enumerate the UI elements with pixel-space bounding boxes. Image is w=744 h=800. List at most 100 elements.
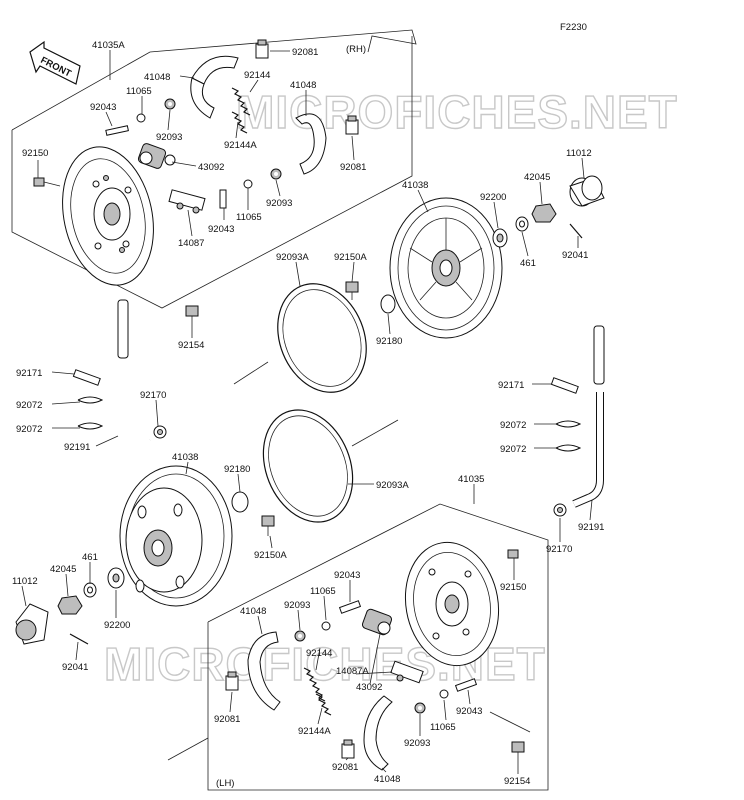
callout-92144a-lh: 92144A [298, 726, 331, 737]
bolt-92150-rh [33, 177, 61, 187]
callout-14087a: 14087A [336, 666, 369, 677]
lh-frame-outline [207, 503, 549, 791]
leader-92093a-lower-tick [351, 419, 399, 447]
rh-frame-top [11, 29, 417, 131]
oring-92180-lh [231, 491, 249, 513]
callout-92200-lh: 92200 [104, 620, 130, 631]
rh-frame-outline [11, 36, 413, 309]
pin-92043-rh-b [219, 189, 227, 209]
leader-92093a-upper-tick [233, 361, 269, 385]
callout-92081-rh-a: 92081 [292, 47, 318, 58]
callout-11012-lh: 11012 [12, 576, 38, 587]
cotter-pin-92041-lh [69, 633, 89, 645]
callout-92154-upper: 92154 [178, 340, 204, 351]
callout-92191-right: 92191 [578, 522, 604, 533]
washer-11065-lh-a [321, 621, 331, 631]
callout-41035a: 41035A [92, 40, 125, 51]
spring-92144-lh [303, 667, 326, 702]
callout-92180-rh: 92180 [376, 336, 402, 347]
callout-92180-lh: 92180 [224, 464, 250, 475]
wheel-cylinder-lh [361, 608, 393, 636]
callout-41048-lh-b: 41048 [374, 774, 400, 785]
callout-92093-rh-b: 92093 [266, 198, 292, 209]
callout-92171-left: 92171 [16, 368, 42, 379]
callout-41038-rh: 41038 [402, 180, 428, 191]
adjuster-14087 [168, 189, 206, 214]
washer-461-lh [83, 582, 97, 598]
callout-92093-lh-a: 92093 [284, 600, 310, 611]
callout-11065-lh-b: 11065 [430, 722, 456, 733]
adjuster-14087a [390, 660, 424, 684]
spring-92144a-rh [231, 111, 248, 134]
callout-92170-right: 92170 [546, 544, 572, 555]
clip-92072-left-a [77, 396, 104, 404]
callout-92150-lh: 92150 [500, 582, 526, 593]
bolt-92150a-rh [345, 281, 359, 300]
callout-92041-rh: 92041 [562, 250, 588, 261]
brake-shoe-41048-lh-upper [247, 631, 281, 711]
brake-panel-rh [62, 146, 154, 286]
oring-92180-rh [380, 294, 396, 314]
callout-92043-lh-a: 92043 [334, 570, 360, 581]
clip-92072-left-b [77, 422, 104, 430]
callout-11065-lh-a: 11065 [310, 586, 336, 597]
clip-92072-right-a [555, 420, 582, 428]
side-label-rh: (RH) [346, 44, 366, 55]
callout-92144a-rh: 92144A [224, 140, 257, 151]
clip-92072-right-b [555, 444, 582, 452]
callout-43092-lh: 43092 [356, 682, 382, 693]
callout-461-lh: 461 [82, 552, 98, 563]
callout-92200-rh: 92200 [480, 192, 506, 203]
callout-11065-rh-b: 11065 [236, 212, 262, 223]
leader-lines [21, 50, 593, 774]
washer-11065-rh-a [136, 113, 146, 123]
pin-92043-rh-a [105, 125, 129, 136]
washer-92093-lh-a [294, 630, 306, 642]
callout-92191-left: 92191 [64, 442, 90, 453]
callout-92154-lower: 92154 [504, 776, 530, 787]
cap-11012-lh [15, 603, 49, 645]
front-arrow-icon: FRONT [29, 40, 81, 85]
callout-92043-rh-b: 92043 [208, 224, 234, 235]
callout-41035: 41035 [458, 474, 484, 485]
washer-92093-rh-b [270, 168, 282, 180]
washer-92093-rh-a [164, 98, 176, 110]
callout-92041-lh: 92041 [62, 662, 88, 673]
seal-ring-92093a-upper [277, 283, 367, 393]
callout-92081-lh-a: 92081 [214, 714, 240, 725]
seal-92200-lh [107, 567, 125, 589]
spring-92144a-lh [315, 693, 332, 716]
washer-461-rh [515, 216, 529, 232]
callout-42045-rh: 42045 [524, 172, 550, 183]
bolt-92154-upper [185, 305, 199, 326]
callout-labels: 41035A 92081 41048 92144 41048 11065 920… [12, 40, 604, 787]
callout-92150a-lh: 92150A [254, 550, 287, 561]
callout-92144-lh: 92144 [306, 648, 332, 659]
washer-11065-lh-b [439, 689, 449, 699]
callout-92072-left-b: 92072 [16, 424, 42, 435]
wheel-cylinder-rh [137, 143, 176, 169]
brake-drum-41038-lh [119, 465, 233, 607]
callout-92170-left: 92170 [140, 390, 166, 401]
brake-panel-lh [404, 541, 500, 667]
callout-42045-lh: 42045 [50, 564, 76, 575]
bolt-92150-lh [507, 549, 519, 559]
callout-92081-rh-b: 92081 [340, 162, 366, 173]
callout-43092-rh: 43092 [198, 162, 224, 173]
brake-shoe-41048-lh-lower [363, 695, 393, 771]
pin-92043-lh-a [338, 600, 362, 614]
bolt-92150a-lh [261, 515, 275, 536]
callout-461-rh: 461 [520, 258, 536, 269]
lh-frame-right-tick [489, 711, 531, 733]
bolt-92154-lower [511, 741, 525, 760]
callout-92093a-lower: 92093A [376, 480, 409, 491]
callout-92171-right: 92171 [498, 380, 524, 391]
watermark-top: MICROFICHES.NET [236, 86, 678, 138]
clamp-92171-right [550, 377, 579, 394]
callout-92043-rh-a: 92043 [90, 102, 116, 113]
callout-92072-left-a: 92072 [16, 400, 42, 411]
callout-92093-lh-b: 92093 [404, 738, 430, 749]
brake-shoe-41048-rh-upper [190, 55, 239, 119]
